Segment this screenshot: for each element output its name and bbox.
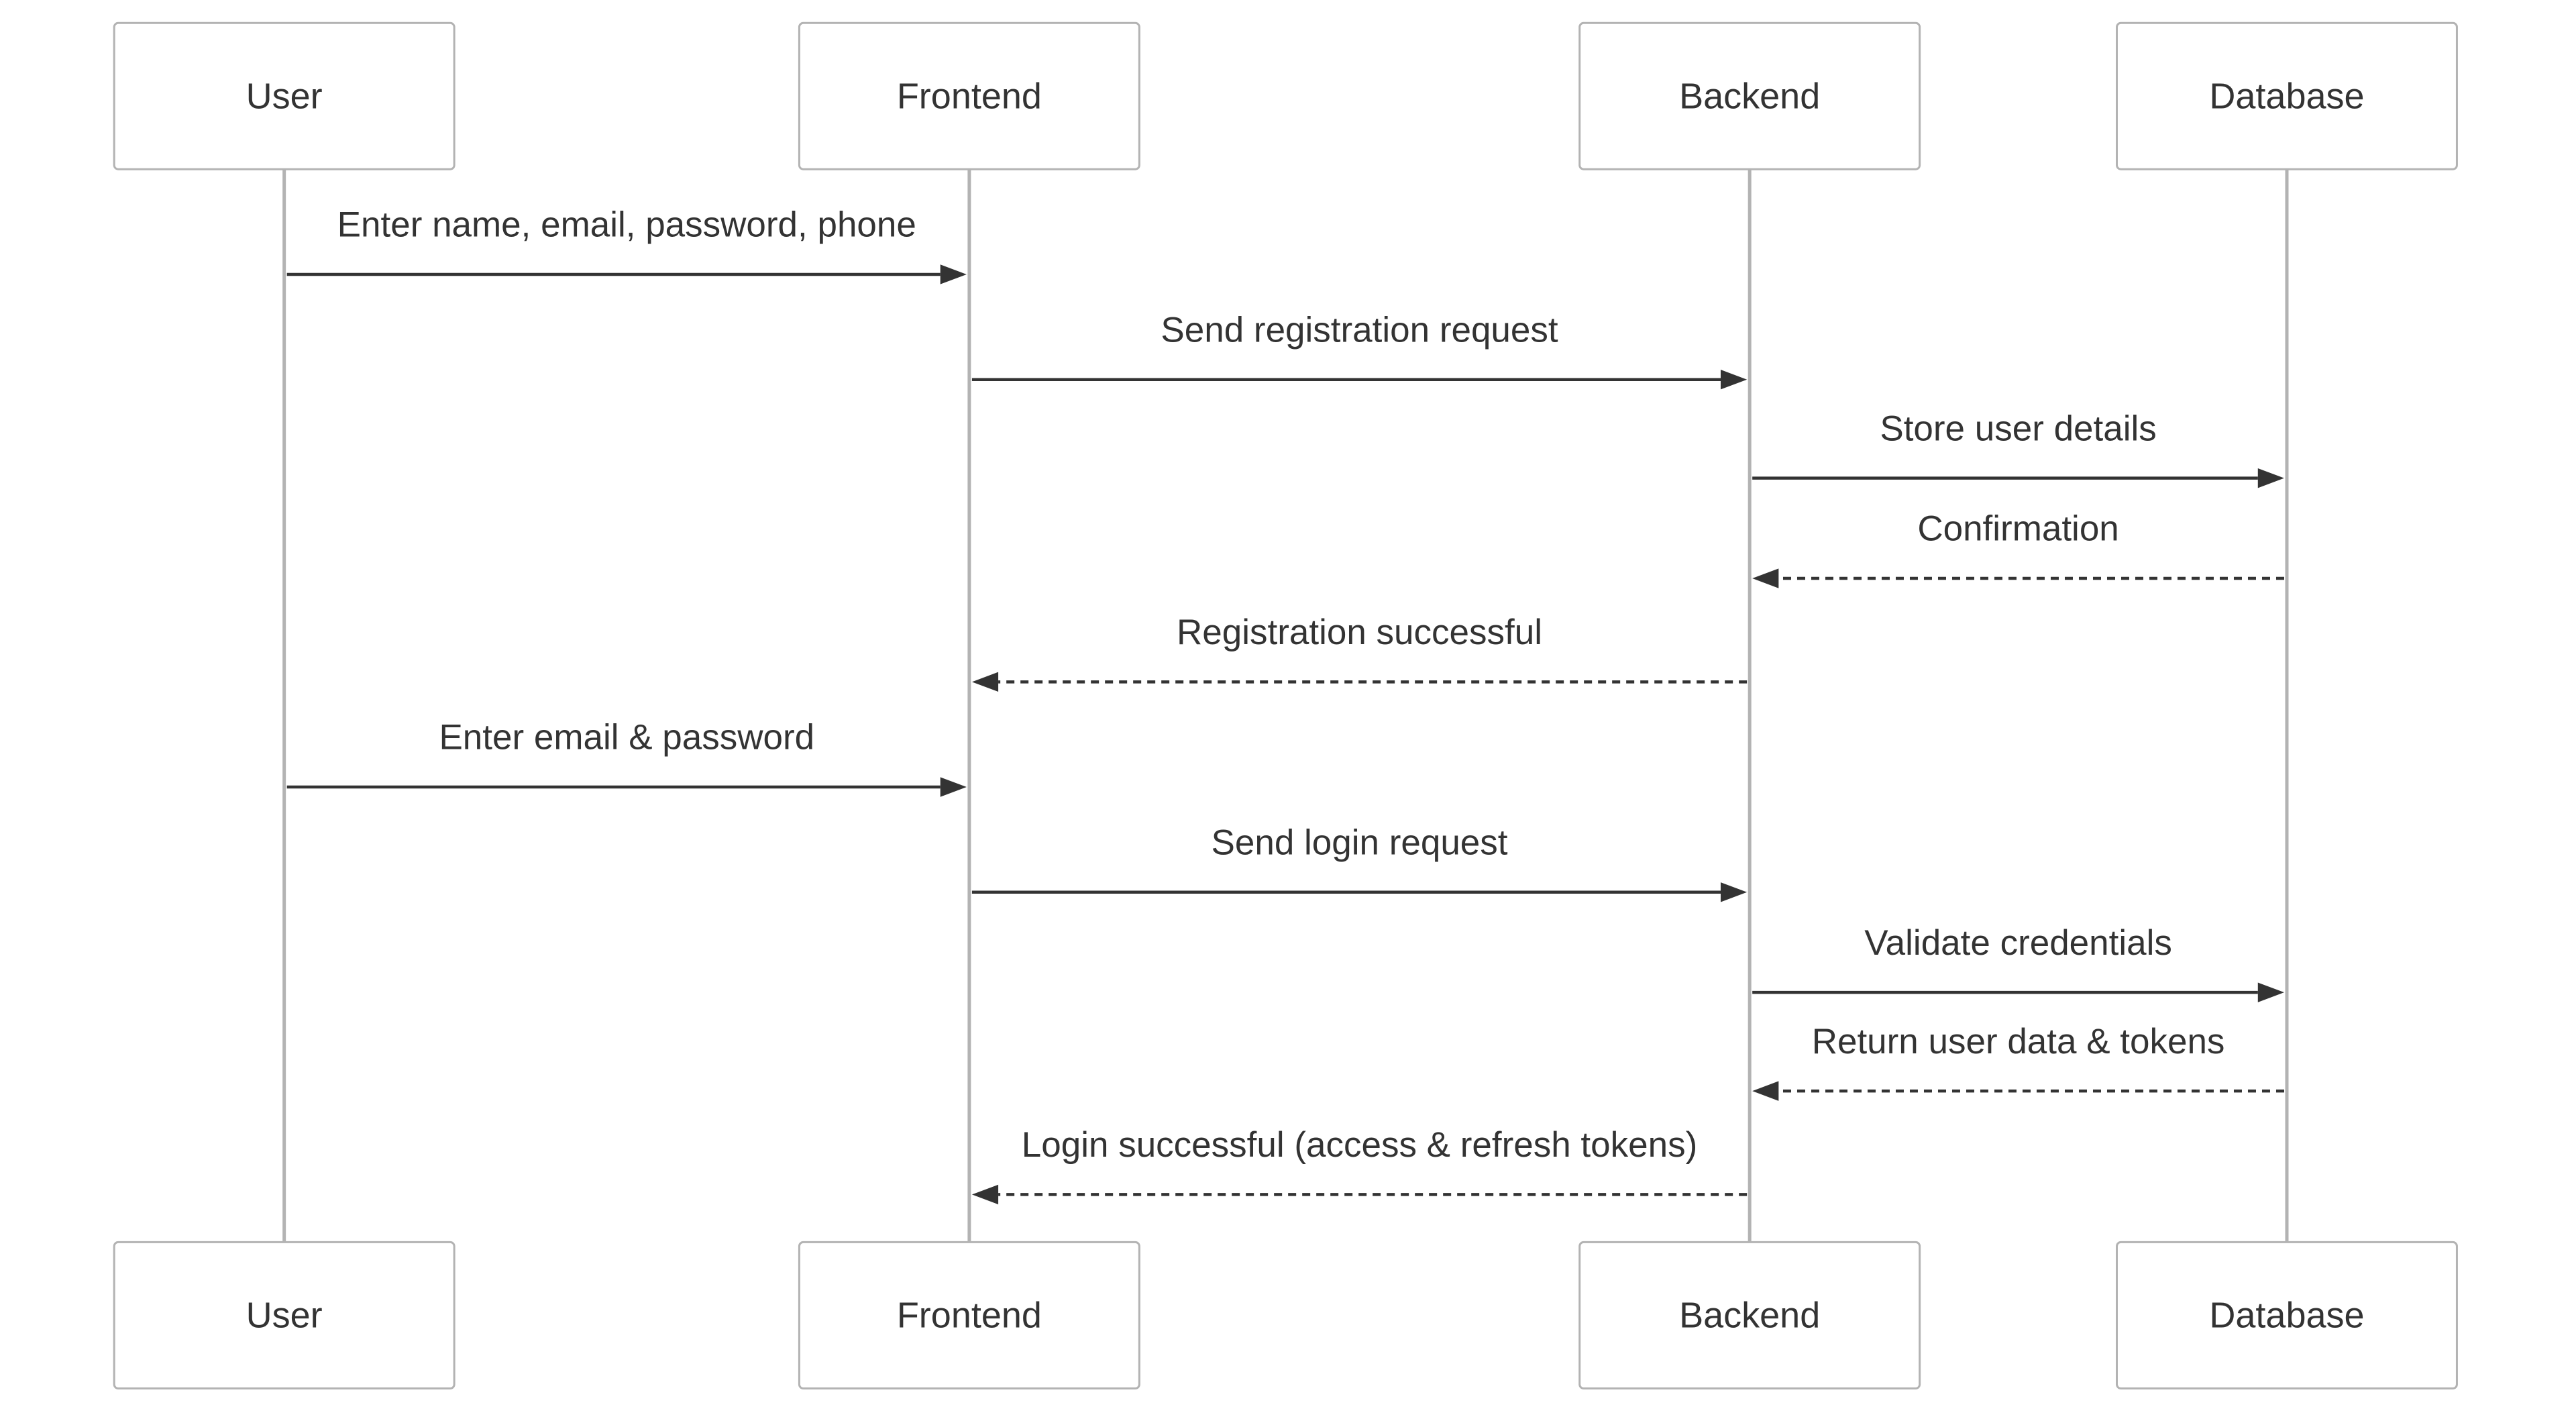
- actor-label: Backend: [1679, 76, 1820, 116]
- actor-label: Database: [2209, 1295, 2364, 1335]
- message-2: Send registration request: [971, 310, 1748, 390]
- arrowhead-icon: [940, 777, 967, 797]
- actor-box: [113, 1241, 455, 1389]
- arrowhead-icon: [1720, 370, 1748, 390]
- actor-box: [1578, 21, 1921, 170]
- message-10: Login successful (access & refresh token…: [971, 1125, 1748, 1205]
- actor-label: User: [246, 76, 323, 116]
- actor-label: Database: [2209, 76, 2364, 116]
- actors-top: User Frontend Backend Database: [113, 21, 2458, 170]
- message-3: Store user details: [1752, 409, 2284, 488]
- message-label: Registration successful: [1177, 613, 1542, 652]
- actor-database-top: Database: [2116, 21, 2458, 170]
- arrowhead-icon: [1720, 882, 1748, 902]
- actor-user-bottom: User: [113, 1241, 455, 1389]
- actor-backend-top: Backend: [1578, 21, 1921, 170]
- arrowhead-icon: [2257, 468, 2284, 488]
- message-4: Confirmation: [1752, 509, 2284, 588]
- arrowhead-icon: [940, 264, 967, 284]
- message-9: Return user data & tokens: [1752, 1022, 2284, 1101]
- actor-box: [798, 21, 1140, 170]
- message-5: Registration successful: [971, 613, 1748, 692]
- actor-label: User: [246, 1295, 323, 1335]
- message-label: Store user details: [1880, 409, 2156, 448]
- actor-frontend-top: Frontend: [798, 21, 1140, 170]
- actor-label: Frontend: [897, 1295, 1042, 1335]
- message-label: Return user data & tokens: [1812, 1022, 2225, 1061]
- actor-label: Frontend: [897, 76, 1042, 116]
- message-label: Login successful (access & refresh token…: [1022, 1125, 1697, 1165]
- actor-frontend-bottom: Frontend: [798, 1241, 1140, 1389]
- actor-backend-bottom: Backend: [1578, 1241, 1921, 1389]
- message-label: Send registration request: [1161, 310, 1558, 350]
- actor-box: [2116, 1241, 2458, 1389]
- message-1: Enter name, email, password, phone: [286, 205, 967, 284]
- arrowhead-icon: [1752, 1081, 1779, 1101]
- message-label: Send login request: [1212, 823, 1508, 862]
- actor-box: [113, 21, 455, 170]
- actor-database-bottom: Database: [2116, 1241, 2458, 1389]
- actor-box: [1578, 1241, 1921, 1389]
- arrowhead-icon: [971, 672, 999, 692]
- actor-box: [798, 1241, 1140, 1389]
- message-6: Enter email & password: [286, 718, 967, 797]
- lifelines: [282, 169, 2289, 1243]
- actors-bottom: User Frontend Backend Database: [113, 1241, 2458, 1389]
- arrowhead-icon: [2257, 982, 2284, 1002]
- message-7: Send login request: [971, 823, 1748, 902]
- actor-user-top: User: [113, 21, 455, 170]
- arrowhead-icon: [971, 1184, 999, 1205]
- actor-label: Backend: [1679, 1295, 1820, 1335]
- arrowhead-icon: [1752, 568, 1779, 588]
- message-label: Confirmation: [1917, 509, 2118, 549]
- message-label: Validate credentials: [1864, 923, 2172, 963]
- actor-box: [2116, 21, 2458, 170]
- message-label: Enter name, email, password, phone: [337, 205, 916, 245]
- message-label: Enter email & password: [439, 718, 814, 757]
- message-8: Validate credentials: [1752, 923, 2284, 1002]
